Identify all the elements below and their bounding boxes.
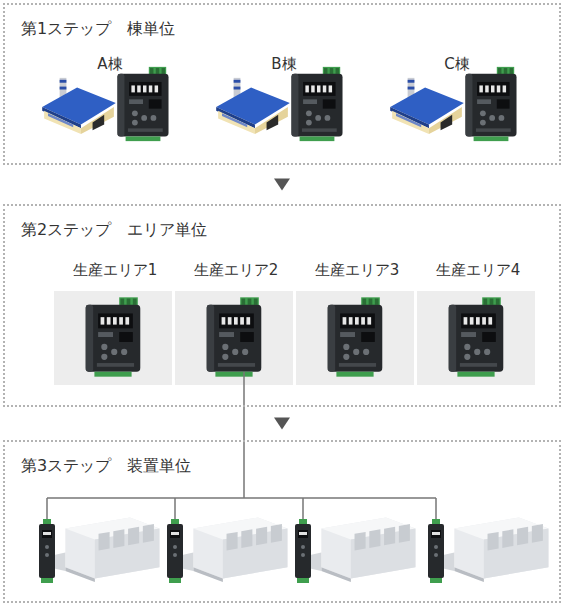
unit-box: A棟	[35, 55, 185, 150]
arrow-head	[274, 418, 290, 430]
unit-box: 生産エリア4	[418, 261, 538, 391]
unit-box: B棟	[209, 55, 359, 150]
unit-label: B棟	[209, 55, 359, 74]
step-title: 第3ステップ 装置単位	[21, 456, 191, 477]
unit-label: 生産エリア3	[297, 261, 417, 280]
step-arrow	[274, 179, 290, 191]
step-arrow	[274, 418, 290, 430]
unit-label: A棟	[35, 55, 185, 74]
step-box: 第2ステップ エリア単位生産エリア1生産エリア2生産エリア3生産エリア4	[3, 204, 561, 407]
unit-box: 生産エリア2	[176, 261, 296, 391]
unit-box: 生産エリア3	[297, 261, 417, 391]
step-box: 第1ステップ 棟単位 A棟 B棟 C棟	[3, 3, 561, 165]
unit-label: 生産エリア4	[418, 261, 538, 280]
unit-label: 生産エリア1	[55, 261, 175, 280]
unit-box: 生産エリア1	[55, 261, 175, 391]
step-title: 第1ステップ 棟単位	[21, 19, 175, 40]
step-box: 第3ステップ 装置単位	[3, 440, 561, 603]
unit-label: C棟	[382, 55, 532, 74]
unit-box: C棟	[382, 55, 532, 150]
step-title: 第2ステップ エリア単位	[21, 220, 207, 241]
unit-label: 生産エリア2	[176, 261, 296, 280]
arrow-head	[274, 179, 290, 191]
